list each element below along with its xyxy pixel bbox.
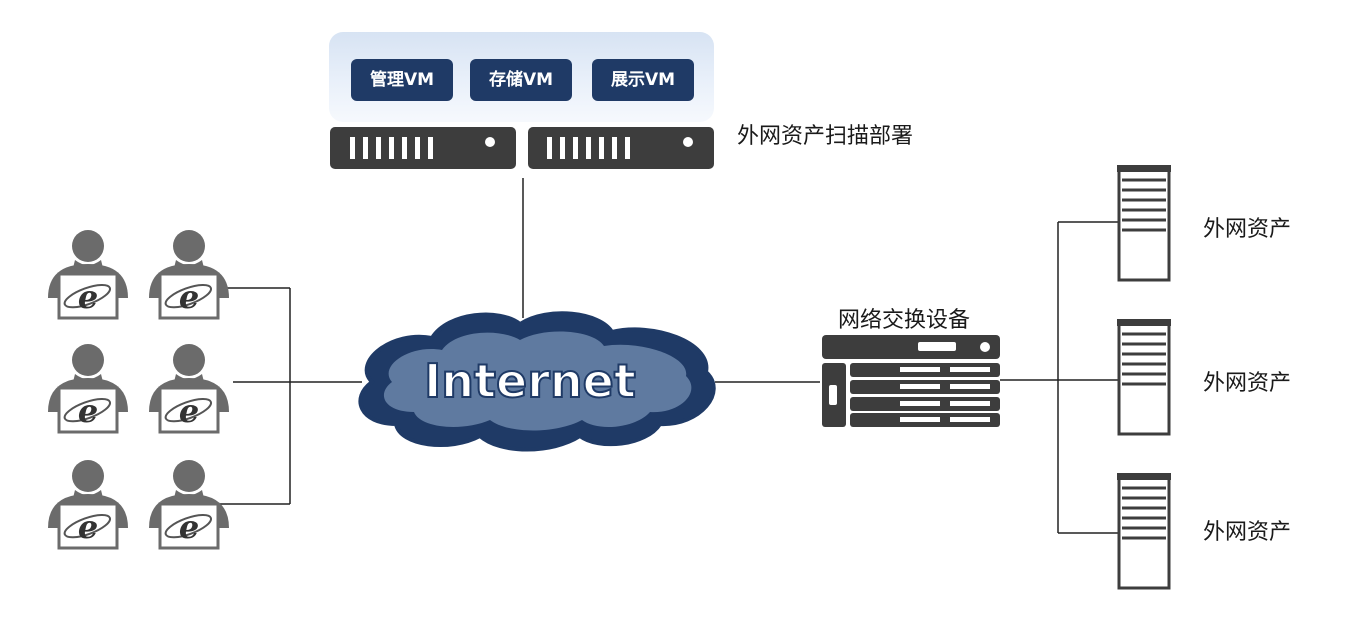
connection-lines [215, 178, 1118, 534]
management-vm-badge: 管理VM [351, 59, 453, 101]
user-ie-icon [147, 228, 231, 320]
user-ie-icon [46, 342, 130, 434]
internet-label: Internet [424, 354, 636, 408]
display-vm-badge: 展示VM [592, 59, 694, 101]
user-ie-icon [147, 458, 231, 550]
client-users [46, 228, 231, 550]
network-switch-icon [822, 335, 1000, 427]
asset-label-2: 外网资产 [1203, 371, 1292, 396]
tower-server-icon [1115, 317, 1173, 436]
switch-label: 网络交换设备 [838, 308, 971, 333]
scan-appliance-left [330, 127, 516, 169]
asset-label-1: 外网资产 [1203, 217, 1292, 242]
scan-deployment-label: 外网资产扫描部署 [737, 124, 914, 149]
tower-server-icon [1115, 471, 1173, 590]
user-ie-icon [46, 228, 130, 320]
internet-cloud-icon [358, 311, 716, 452]
tower-server-icon [1115, 163, 1173, 282]
asset-servers [1115, 163, 1173, 590]
asset-label-3: 外网资产 [1203, 520, 1292, 545]
scan-appliance-right [528, 127, 714, 169]
user-ie-icon [147, 342, 231, 434]
storage-vm-badge: 存储VM [470, 59, 572, 101]
user-ie-icon [46, 458, 130, 550]
